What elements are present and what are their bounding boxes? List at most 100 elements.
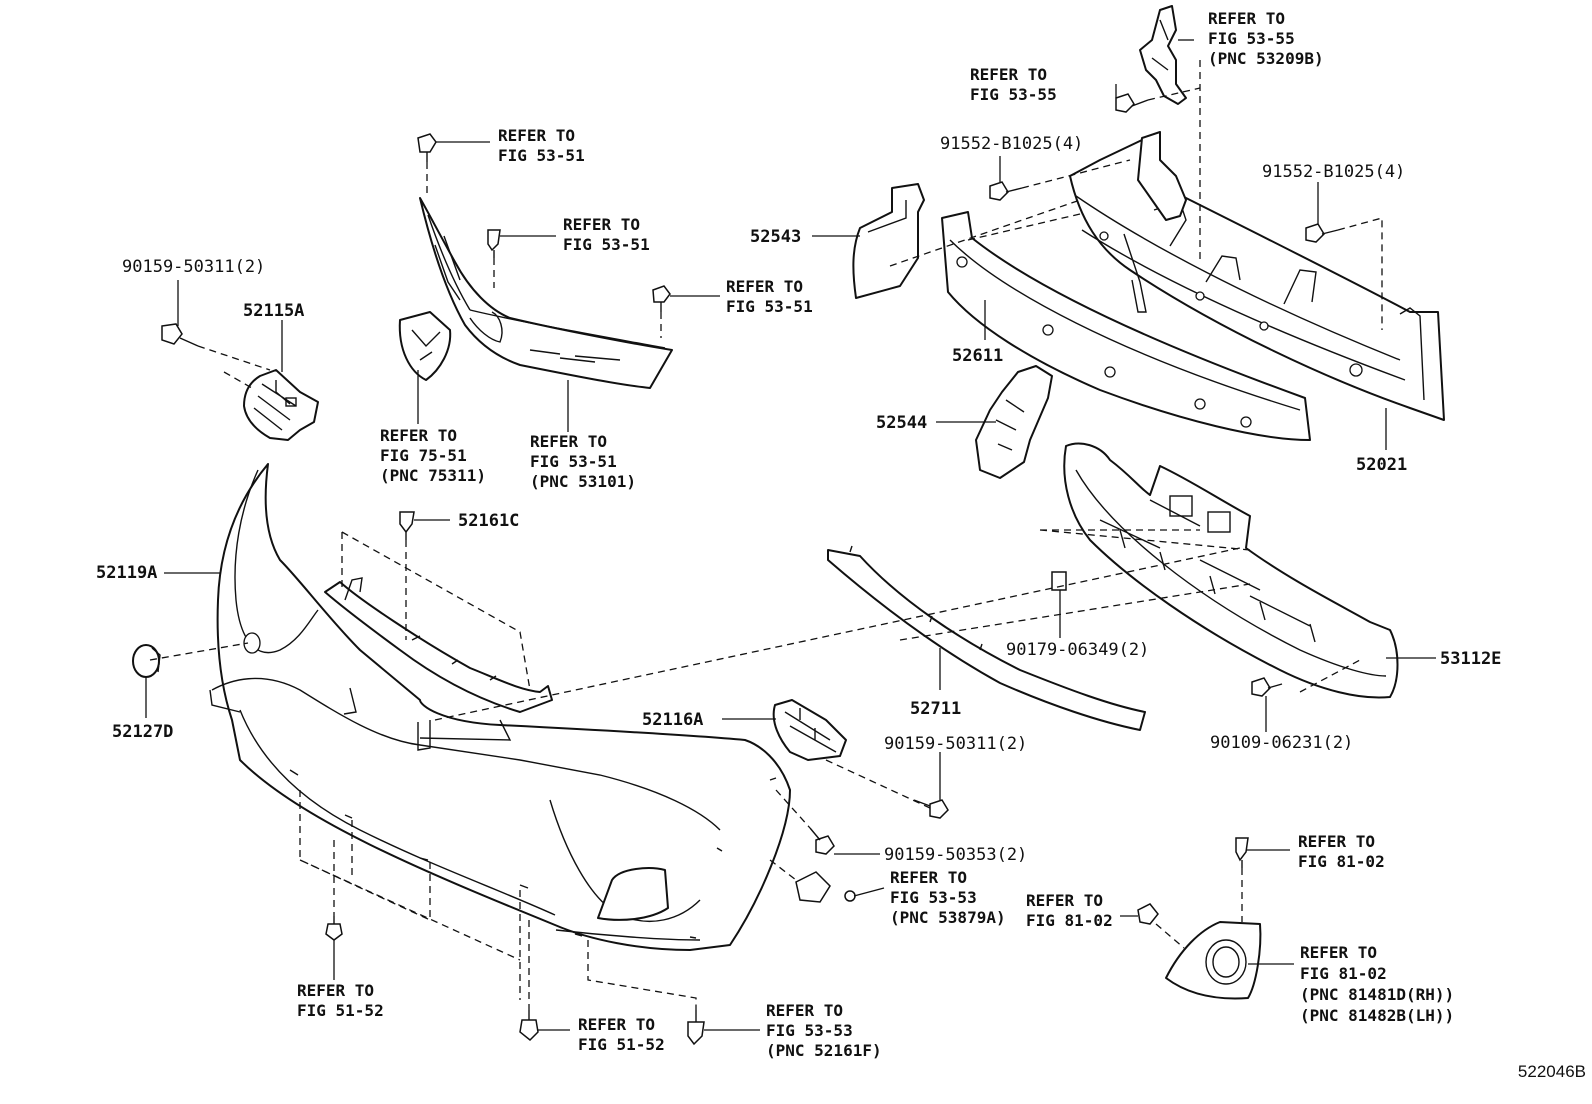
emblem-part [398, 311, 452, 381]
front-bumper-cover-part [209, 463, 791, 951]
fog-lamp-cover-part [1165, 921, 1262, 1000]
callout-c-52611: 52611 [952, 346, 1003, 366]
bolt-icon [1251, 677, 1283, 697]
callout-line: FIG 75-51 [380, 446, 467, 465]
energy-absorber-part [941, 211, 1311, 441]
callout-line: (PNC 53879A) [890, 908, 1006, 927]
callout-line: FIG 53-51 [530, 452, 617, 471]
callout-line: REFER TO [530, 432, 607, 451]
callout-line: 90159-50311(2) [884, 734, 1027, 754]
callout-line: FIG 81-02 [1026, 911, 1113, 930]
callout-line: REFER TO [1298, 832, 1375, 851]
callout-line: 52115A [243, 301, 304, 321]
callout-c-52543: 52543 [750, 227, 801, 247]
bolt-icon [161, 323, 199, 347]
callout-line: FIG 53-55 [970, 85, 1057, 104]
clip-icon [1235, 837, 1249, 868]
bolt-icon [913, 799, 949, 819]
callout-c-90109: 90109-06231(2) [1210, 733, 1353, 753]
bolt-icon [809, 827, 835, 855]
bolt-icon [417, 133, 437, 162]
callout-c-52115A: 52115A [243, 301, 304, 321]
callout-line: (PNC 81481D(RH)) [1300, 985, 1454, 1004]
bolt-icon [519, 1010, 539, 1042]
callout-line: 52544 [876, 413, 927, 433]
callout-c-52544: 52544 [876, 413, 927, 433]
cap-part [132, 644, 161, 678]
callout-line: 52119A [96, 563, 157, 583]
callout-line: 52116A [642, 710, 703, 730]
callout-line: FIG 53-55 [1208, 29, 1295, 48]
upper-retainer-part [324, 577, 553, 713]
clip-icon [795, 871, 856, 903]
callout-line: (PNC 53101) [530, 472, 636, 491]
callout-line: REFER TO [890, 868, 967, 887]
callout-line: (PNC 53209B) [1208, 49, 1324, 68]
leader-lines [145, 39, 1436, 1031]
callout-line: FIG 53-51 [726, 297, 813, 316]
callout-line: REFER TO [726, 277, 803, 296]
callout-line: 90159-50311(2) [122, 257, 265, 277]
callout-line: (PNC 75311) [380, 466, 486, 485]
lower-molding-part [827, 545, 1146, 731]
callout-line: 91552-B1025(4) [940, 134, 1083, 154]
callout-c-52711: 52711 [910, 699, 961, 719]
callout-c-52127D: 52127D [112, 722, 173, 742]
callout-c-91552-right: 91552-B1025(4) [1262, 162, 1405, 182]
callout-c-53112E: 53112E [1440, 649, 1501, 669]
callout-line: REFER TO [1026, 891, 1103, 910]
fasteners [161, 93, 1339, 1046]
callout-line: 52611 [952, 346, 1003, 366]
callout-line: 91552-B1025(4) [1262, 162, 1405, 182]
callout-line: (PNC 81482B(LH)) [1300, 1006, 1454, 1025]
callout-line: FIG 51-52 [578, 1035, 665, 1054]
callout-line: 52021 [1356, 455, 1407, 475]
callout-line: FIG 53-51 [498, 146, 585, 165]
callout-line: REFER TO [766, 1001, 843, 1020]
callout-line: 52711 [910, 699, 961, 719]
callout-line: 52161C [458, 511, 519, 531]
clip-icon [1137, 903, 1159, 925]
side-support-bracket-part [1137, 131, 1187, 221]
clip-icon [487, 229, 501, 258]
callout-c-90179: 90179-06349(2) [1006, 640, 1149, 660]
bolt-icon [325, 916, 343, 941]
callout-line: FIG 81-02 [1298, 852, 1385, 871]
callout-line: REFER TO [1208, 9, 1285, 28]
bolt-icon [1115, 93, 1149, 113]
lower-grille-part [1063, 442, 1399, 699]
left-bumper-bracket-part [243, 369, 319, 441]
clip-icon [687, 1010, 705, 1046]
callout-line: REFER TO [1300, 943, 1377, 962]
callout-c-52119A: 52119A [96, 563, 157, 583]
callout-line: 53112E [1440, 649, 1501, 669]
callout-c-90159-top: 90159-50311(2) [122, 257, 265, 277]
callout-line: REFER TO [498, 126, 575, 145]
assembly-lines [149, 60, 1383, 1010]
diagram-id: 522046B [1518, 1062, 1586, 1081]
callout-c-52116A: 52116A [642, 710, 703, 730]
callout-line: (PNC 52161F) [766, 1041, 882, 1060]
callout-c-90159-50353: 90159-50353(2) [884, 845, 1027, 865]
callout-line: REFER TO [297, 981, 374, 1000]
spacer-52543-part [852, 183, 925, 299]
bolt-icon [989, 181, 1023, 201]
radiator-grille-part [419, 197, 673, 389]
callout-line: FIG 53-51 [563, 235, 650, 254]
callout-line: 52127D [112, 722, 173, 742]
callout-line: FIG 53-53 [890, 888, 977, 907]
